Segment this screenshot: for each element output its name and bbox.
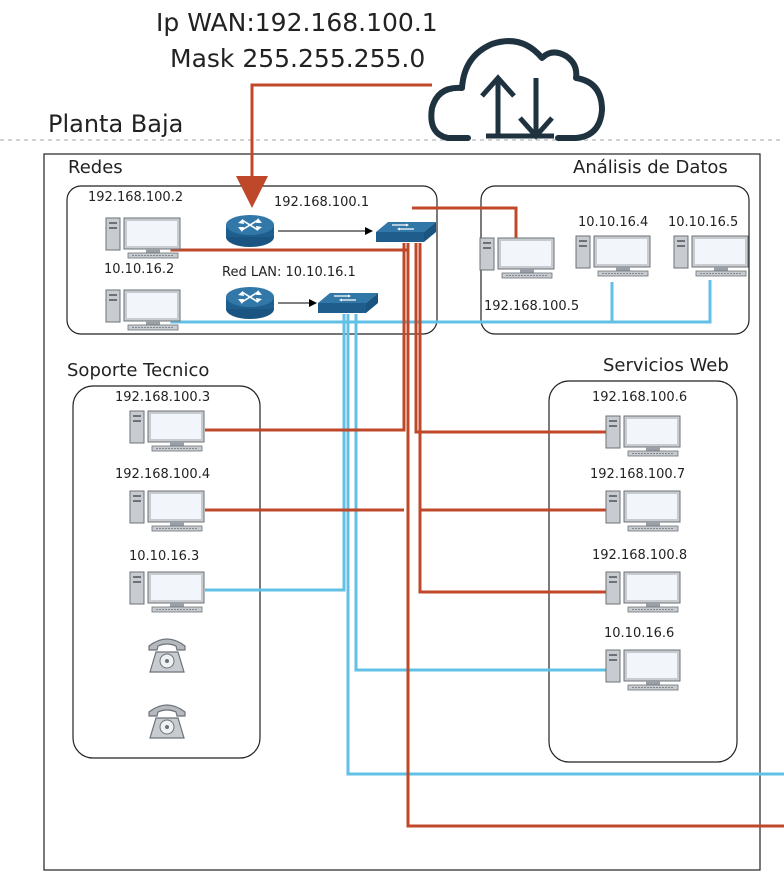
device-label: 10.10.16.2 bbox=[104, 262, 175, 277]
group-title-redes: Redes bbox=[68, 157, 123, 178]
device-label: 10.10.16.3 bbox=[129, 549, 200, 564]
desktop-computer-icon bbox=[575, 235, 651, 277]
desktop-computer-icon bbox=[673, 235, 749, 277]
wan-link-web-pc3 bbox=[418, 510, 606, 594]
switch-icon bbox=[375, 221, 437, 243]
group-box-soporte bbox=[72, 385, 261, 759]
wan-link-soporte-pc1 bbox=[205, 243, 406, 432]
device-label: 192.168.100.3 bbox=[115, 390, 211, 405]
telephone-icon bbox=[148, 638, 186, 673]
router-icon bbox=[225, 286, 275, 320]
group-title-soporte: Soporte Tecnico bbox=[67, 360, 210, 381]
desktop-computer-icon bbox=[605, 649, 681, 691]
device-label: 192.168.100.8 bbox=[592, 548, 688, 563]
device-label: 10.10.16.4 bbox=[578, 215, 649, 230]
wan-mask-label: Mask 255.255.255.0 bbox=[170, 44, 426, 73]
lan-link-soporte-pc3 bbox=[205, 314, 346, 592]
device-label: 192.168.100.7 bbox=[590, 467, 686, 482]
router-lan-label: Red LAN: 10.10.16.1 bbox=[222, 265, 356, 280]
wan-link-redes-pc1 bbox=[170, 234, 410, 252]
group-title-servicios: Servicios Web bbox=[603, 355, 729, 376]
router-icon bbox=[225, 214, 275, 248]
lan-links bbox=[170, 280, 784, 776]
device-label: 192.168.100.2 bbox=[88, 190, 184, 205]
group-title-analisis: Análisis de Datos bbox=[573, 157, 728, 178]
wan-link-exit bbox=[406, 250, 784, 828]
group-box-servicios bbox=[548, 380, 738, 763]
wan-ip-label: Ip WAN:192.168.100.1 bbox=[156, 8, 438, 37]
desktop-computer-icon bbox=[605, 490, 681, 532]
switch-icon bbox=[317, 292, 379, 314]
desktop-computer-icon bbox=[605, 571, 681, 613]
desktop-computer-icon bbox=[105, 217, 181, 259]
lan-link-exit bbox=[346, 314, 784, 776]
device-label: 10.10.16.6 bbox=[604, 626, 675, 641]
device-label: 192.168.100.4 bbox=[115, 467, 211, 482]
lan-link-web-pc4 bbox=[354, 314, 606, 672]
floor-title: Planta Baja bbox=[48, 110, 184, 138]
wan-link-web-pc2 bbox=[418, 243, 606, 512]
wan-arrow-head bbox=[236, 176, 268, 208]
desktop-computer-icon bbox=[479, 237, 555, 279]
device-label: 192.168.100.6 bbox=[592, 390, 688, 405]
desktop-computer-icon bbox=[605, 415, 681, 457]
wan-link-analisis-pc1 bbox=[412, 206, 518, 240]
wan-links bbox=[170, 83, 784, 828]
desktop-computer-icon bbox=[129, 571, 205, 613]
telephone-icon bbox=[148, 704, 186, 739]
desktop-computer-icon bbox=[129, 410, 205, 452]
wan-uplink bbox=[250, 83, 432, 180]
floor-frame bbox=[43, 153, 761, 871]
desktop-computer-icon bbox=[129, 490, 205, 532]
desktop-computer-icon bbox=[105, 289, 181, 331]
wan-link-web-pc1 bbox=[414, 243, 606, 434]
device-label: 192.168.100.5 bbox=[484, 299, 580, 314]
device-label: 10.10.16.5 bbox=[668, 215, 739, 230]
cloud-upload-download-icon bbox=[428, 38, 605, 141]
router-wan-label: 192.168.100.1 bbox=[274, 195, 370, 210]
